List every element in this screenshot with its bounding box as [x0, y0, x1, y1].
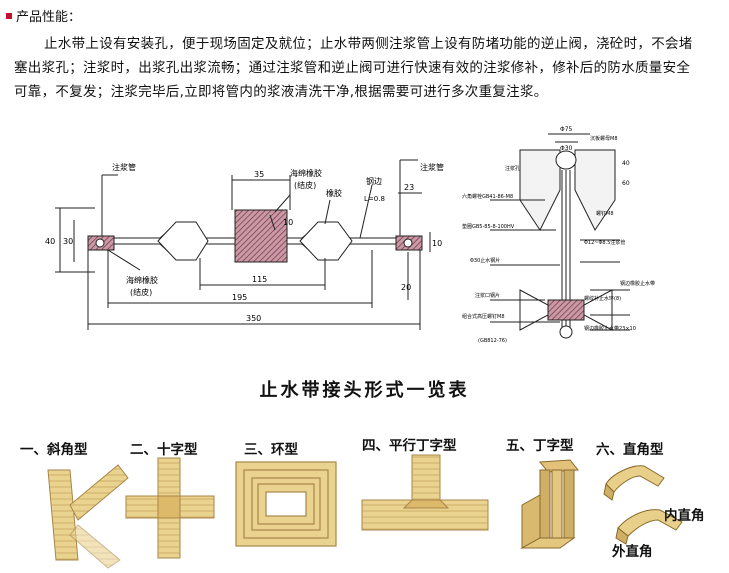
label-waterstop: 钢边橡胶止水带: [620, 280, 655, 287]
installation-diagram: [490, 133, 630, 339]
dim-10b: 10: [432, 239, 442, 248]
corner-label-outer: 外直角: [612, 544, 653, 560]
joint-label-cross: 二、十字型: [130, 442, 198, 458]
label-grout-tube: Φ12~Φ8.5注浆管: [584, 239, 625, 246]
dim-10: 10: [283, 218, 293, 227]
joint-label-oblique: 一、斜角型: [20, 442, 88, 458]
label-steel-edge: 钢边: [366, 176, 382, 186]
joint-label-t: 五、丁字型: [506, 438, 574, 454]
label-grout-hole: 注浆孔: [505, 165, 520, 172]
label-sponge-rubber-bottom-sub: (结皮): [130, 287, 152, 297]
joint-t-illustration: [520, 459, 579, 549]
bullet-icon: [6, 12, 12, 19]
label-60: 60: [622, 180, 630, 187]
dim-40: 40: [45, 237, 55, 246]
label-grout-port: 注浆口钢片: [475, 292, 500, 299]
dim-115: 115: [252, 275, 267, 284]
label-nut: 沉板螺母M8: [590, 135, 618, 142]
label-waterstop-size: 钢边橡胶止水带23×10: [584, 325, 636, 332]
label-sponge-rubber-top-sub: (结皮): [294, 180, 316, 190]
dim-20: 20: [401, 283, 411, 292]
section-header-label: 产品性能：: [16, 10, 82, 25]
dim-350: 350: [246, 314, 261, 323]
label-washer: 垫圈GB5-85-8-100HV: [462, 223, 515, 230]
label-steel-sheet: Φ30止水钢片: [470, 257, 500, 264]
label-hex-bolt: 六角螺栓GB41-86-M8: [462, 193, 513, 200]
label-40: 40: [622, 160, 630, 167]
cross-section-diagram: [55, 159, 431, 330]
joint-label-ring: 三、环型: [244, 442, 298, 458]
dim-23: 23: [404, 183, 414, 192]
label-phi30: Φ30: [560, 145, 573, 152]
dim-195: 195: [232, 293, 247, 302]
label-grout-pipe-left: 注浆管: [112, 162, 136, 172]
description-paragraph: 止水带上设有安装孔，便于现场固定及就位；止水带两侧注浆管上设有防堵功能的逆止阀，…: [14, 36, 693, 100]
joint-parallel-t-illustration: [361, 454, 489, 531]
label-steel-thickness: L=0.8: [364, 195, 385, 203]
joint-ring-illustration: [235, 461, 337, 547]
label-thread-ring: 螺纹补止水环(8): [584, 295, 621, 302]
section-header: 产品性能：: [6, 6, 81, 25]
dim-35: 35: [254, 170, 264, 179]
label-sponge-rubber-top: 海绵橡胶: [290, 168, 322, 178]
label-phi75: Φ75: [560, 126, 573, 133]
joint-oblique-illustration: [47, 464, 129, 569]
label-gb812: (GB812-76): [478, 338, 507, 344]
label-combo-screw: 组合式高压螺钉M8: [462, 313, 505, 320]
joint-right-angle-illustration: [603, 465, 683, 545]
dim-30: 30: [63, 237, 73, 246]
corner-label-inner: 内直角: [664, 508, 705, 524]
label-screw: 螺钉M8: [596, 210, 614, 217]
joint-label-parallel-t: 四、平行丁字型: [362, 438, 457, 454]
label-sponge-rubber-bottom: 海绵橡胶: [126, 275, 158, 285]
joint-table-title: 止水带接头形式一览表: [259, 380, 470, 401]
label-rubber: 橡胶: [326, 188, 342, 198]
label-grout-pipe-right: 注浆管: [420, 162, 444, 172]
joint-label-right-angle: 六、直角型: [596, 442, 664, 458]
joint-cross-illustration: [125, 457, 215, 559]
